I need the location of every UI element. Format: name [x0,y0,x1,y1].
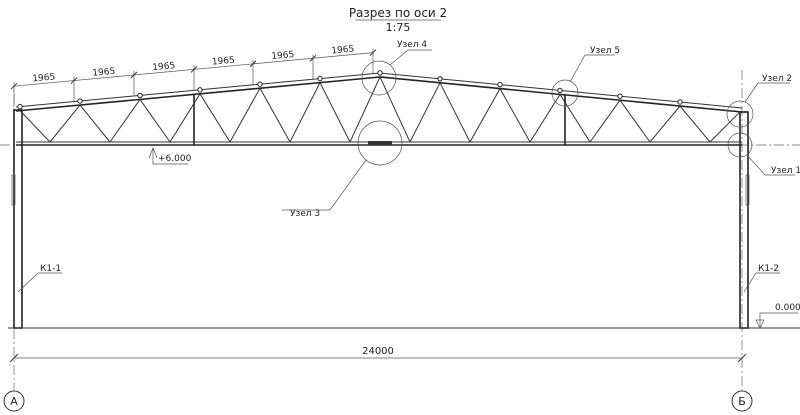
drawing-title: Разрез по оси 2 [349,6,447,20]
truss-diagonal [109,99,141,143]
truss-diagonal [469,88,501,143]
truss-diagonal [79,104,111,143]
svg-text:+6.000: +6.000 [158,154,192,164]
svg-text:А: А [10,395,18,408]
roof-truss [15,70,743,146]
truss-diagonal [229,87,261,143]
purlin-node [17,103,23,110]
purlin-node [257,81,263,87]
column-left [11,109,23,329]
svg-text:Узел 3: Узел 3 [290,209,320,219]
purlin-node [77,98,83,104]
column-mark-right: К1-2 [743,264,780,293]
truss-diagonal [139,99,171,143]
purlin-node [137,92,143,99]
truss-diagonal [19,110,51,143]
svg-text:Узел 4: Узел 4 [397,40,427,50]
truss-diagonal [379,76,411,143]
dimension-label: 1965 [271,50,295,62]
truss-diagonal [709,111,741,143]
purlin-node [557,87,563,94]
dimension-tick [130,71,138,79]
truss-diagonal [439,82,471,143]
svg-text:Б: Б [738,395,746,408]
svg-text:Узел 1: Узел 1 [771,166,800,176]
truss-diagonal [49,104,81,143]
callout-node-4: Узел 4 [361,40,432,96]
truss-diagonal [589,99,621,143]
truss-diagonal [619,99,651,143]
truss-diagonal [649,105,681,143]
top-dimension-chain: 1965 1965 1965 1965 1965 1965 [10,44,377,108]
callout-node-5: Узел 5 [551,46,620,107]
svg-text:Узел 2: Узел 2 [762,74,792,84]
purlin-node [617,93,623,99]
purlin-node [437,76,443,82]
dimension-tick [309,54,317,62]
truss-diagonal [499,88,531,143]
axis-marker-a: А [3,390,25,412]
svg-text:0.000: 0.000 [775,303,800,313]
top-chord [15,76,743,113]
overall-dimension-label: 24000 [362,346,394,357]
purlin-node [497,81,503,88]
elevation-truss-bottom: +6.000 [148,147,192,165]
elevation-ground: 0.000 [755,303,800,329]
dimension-label: 1965 [211,56,235,68]
callout-node-1: Узел 1 [727,132,800,176]
svg-text:К1-1: К1-1 [40,264,61,274]
truss-diagonal [169,93,201,143]
svg-text:К1-2: К1-2 [758,264,779,274]
column-mark-left: К1-1 [17,264,62,293]
dimension-label: 1965 [331,44,355,56]
dimension-tick [249,60,257,68]
truss-diagonal [409,82,441,143]
callout-node-2: Узел 2 [726,74,792,128]
overall-dimension: 24000 [9,346,747,363]
truss-diagonal [319,82,351,143]
dimension-label: 1965 [32,72,56,84]
truss-diagonal [679,105,711,143]
truss-diagonal [349,76,381,143]
purlin-node [317,75,323,82]
purlin-node [377,70,383,76]
truss-diagonal [529,94,561,143]
truss-diagonal [289,82,321,143]
purlin-node [677,99,683,105]
truss-diagonal [199,93,231,143]
axis-marker-b: Б [731,390,753,412]
dimension-tick [70,77,78,84]
dimension-label: 1965 [92,67,116,79]
dimension-tick [190,66,198,73]
callout-node-3: Узел 3 [282,120,403,219]
dimension-tick [10,82,18,90]
svg-text:Узел 5: Узел 5 [590,46,620,56]
drawing-scale: 1:75 [386,21,411,34]
truss-diagonal [259,87,291,143]
dimension-label: 1965 [152,61,176,73]
dimension-tick [369,49,377,57]
purlin-node [197,87,203,93]
